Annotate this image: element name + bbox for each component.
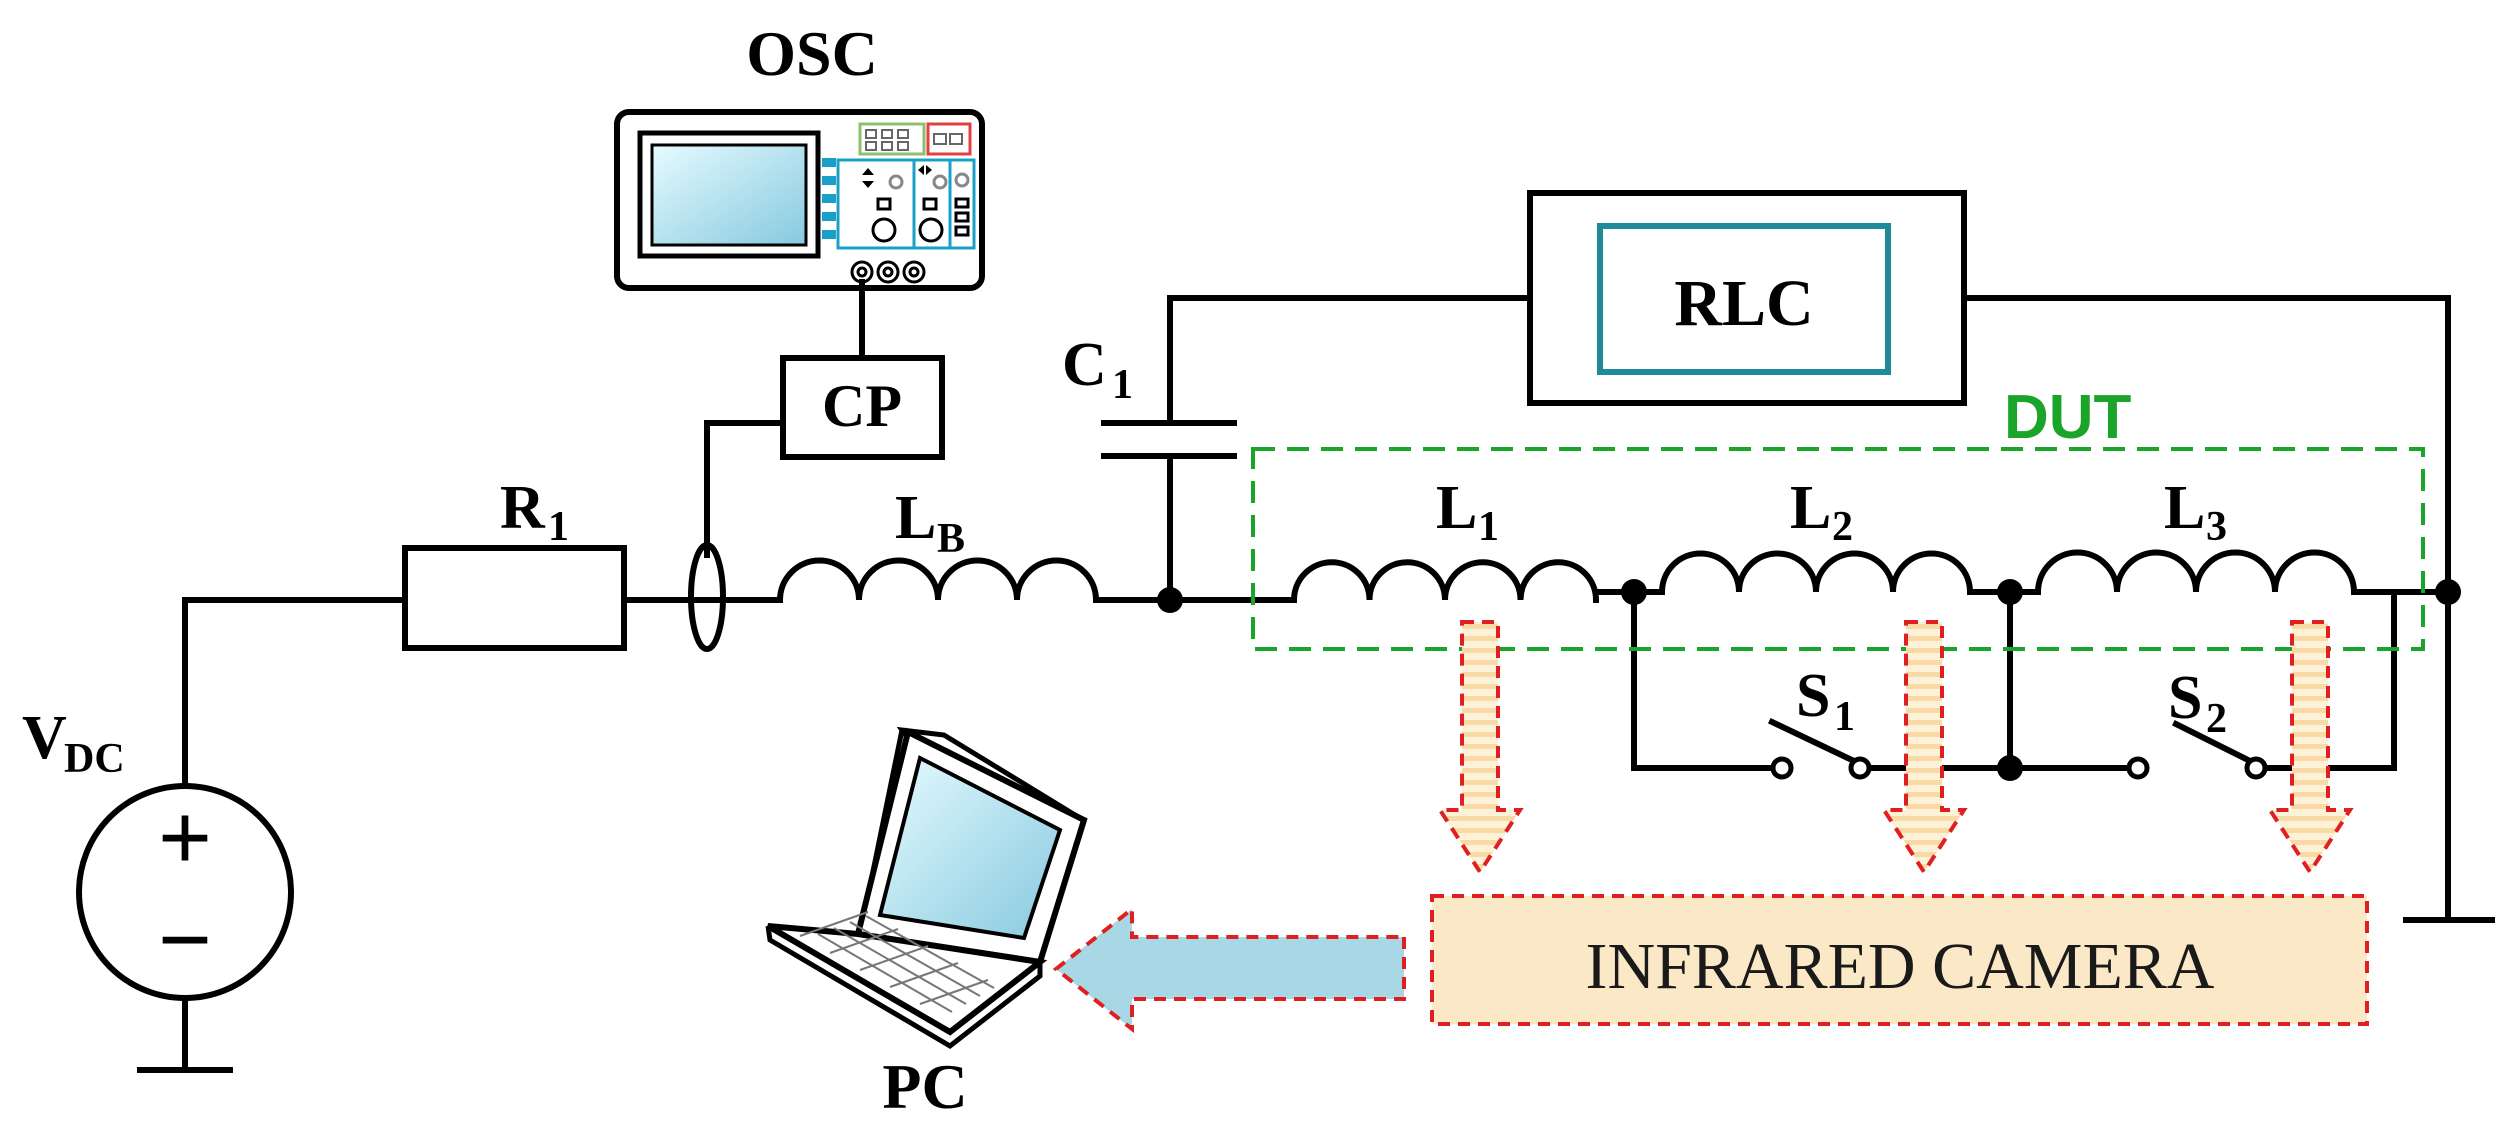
r1-subscript: 1	[548, 504, 569, 550]
plus-sign: +	[158, 784, 213, 891]
infrared-camera: INFRARED CAMERA	[1430, 894, 2369, 1026]
thermal-arrow-3	[2266, 620, 2354, 876]
dut-label: DUT	[2004, 383, 2132, 452]
camera-label: INFRARED CAMERA	[1586, 930, 2215, 1003]
thermal-arrow-2	[1880, 620, 1968, 876]
l2-subscript: 2	[1832, 504, 1853, 550]
l1-subscript: 1	[1478, 504, 1499, 550]
rlc-inner-box	[1597, 223, 1891, 375]
r1-label: R	[500, 474, 546, 542]
osc-label: OSC	[746, 18, 878, 89]
switch-s1: S 1	[1768, 662, 1872, 780]
osc-side-buttons	[822, 158, 836, 239]
cp-box	[780, 355, 945, 460]
thermal-arrows	[1436, 620, 2354, 876]
switch-s2: S 2	[2126, 664, 2268, 780]
osc-screen	[650, 143, 808, 247]
s2-subscript: 2	[2206, 696, 2227, 742]
thermal-arrow-1	[1436, 620, 1524, 876]
rlc-label: RLC	[1674, 267, 1813, 340]
c1-subscript: 1	[1112, 362, 1133, 408]
l3-label: L	[2164, 474, 2205, 542]
inductor-lb: L B	[776, 484, 1100, 604]
pc-label: PC	[882, 1051, 967, 1122]
l2-label: L	[1790, 474, 1831, 542]
resistor-r1: R 1	[402, 474, 627, 651]
l3-subscript: 3	[2206, 504, 2227, 550]
capacitor-c1: C 1	[1062, 331, 1237, 459]
vdc-subscript: DC	[64, 736, 125, 782]
c1-label: C	[1062, 331, 1107, 399]
lb-label: L	[895, 484, 936, 552]
pc-data-arrow	[1052, 904, 1406, 1034]
minus-sign: −	[158, 886, 213, 993]
r1-body	[402, 545, 627, 651]
current-probe: CP	[688, 279, 945, 652]
dc-source: + − V DC	[22, 704, 294, 1073]
camera-box	[1430, 894, 2369, 1026]
s2-label: S	[2168, 664, 2202, 732]
junction-dots	[1157, 579, 2461, 781]
s1-subscript: 1	[1834, 694, 1855, 740]
osc-panel-3	[948, 158, 976, 250]
inductor-l1: L 1	[1290, 474, 1600, 604]
lb-subscript: B	[937, 516, 965, 562]
inductor-l3: L 3	[2034, 474, 2358, 596]
laptop-pc: PC	[765, 726, 1088, 1122]
inductor-l2: L 2	[1658, 474, 1974, 596]
laptop-base	[766, 923, 1048, 1036]
rlc-meter: RLC	[1527, 190, 1967, 406]
dut-group: DUT	[1251, 383, 2425, 651]
dut-box	[1251, 447, 2425, 651]
l1-label: L	[1436, 474, 1477, 542]
cp-label: CP	[822, 373, 902, 439]
vdc-label: V	[22, 704, 67, 772]
s1-label: S	[1796, 662, 1830, 730]
oscilloscope: OSC	[614, 18, 985, 291]
laptop-screen	[877, 755, 1063, 941]
